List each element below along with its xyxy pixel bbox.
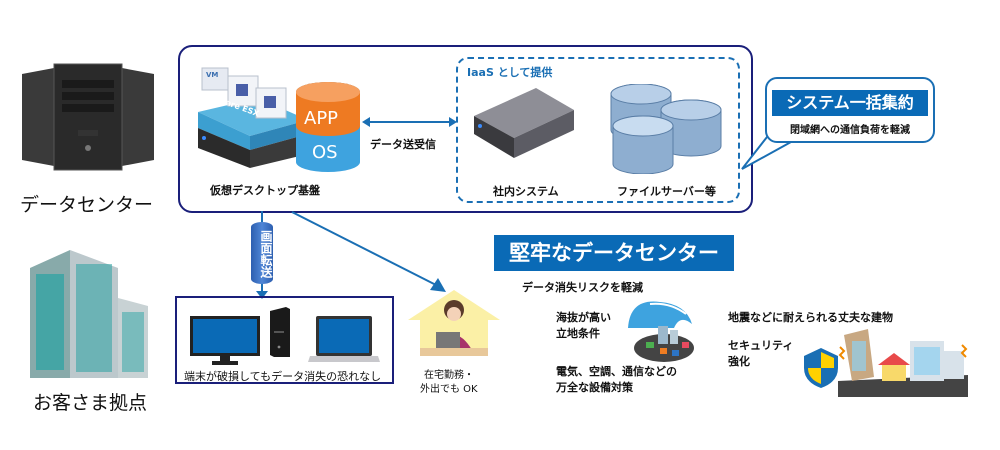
earthquake-label: 地震などに耐えられる丈夫な建物: [728, 311, 893, 324]
earthquake-resistant-buildings-icon: [838, 325, 968, 397]
iaas-box: [456, 57, 740, 203]
screen-transfer-label: 画面転送: [251, 222, 273, 284]
facility-line1: 電気、空調、通信などの: [556, 365, 677, 378]
home-worker-icon: [408, 290, 500, 360]
server-icon: [474, 88, 574, 158]
altitude-line2: 立地条件: [556, 327, 600, 340]
robust-datacenter-banner: 堅牢なデータセンター: [494, 235, 734, 271]
db-app-label: APP: [304, 108, 339, 129]
app-os-database-icon: [296, 82, 360, 172]
vmware-esx-host-icon: [198, 58, 308, 168]
data-exchange-arrow: [362, 117, 457, 127]
iaas-item-label: 社内システム: [493, 185, 559, 198]
remote-line2: 外出でも OK: [420, 384, 478, 395]
desktop-monitor-icon: [190, 316, 260, 366]
facility-line2: 万全な設備対策: [556, 381, 633, 394]
callout-title: システム一括集約: [772, 90, 928, 116]
remote-line1: 在宅勤務・: [424, 370, 474, 381]
remote-access-arrow: [291, 211, 446, 292]
vdi-label: 仮想デスクトップ基盤: [210, 184, 320, 197]
terminal-devices-box: [175, 296, 394, 384]
customer-site-label: お客さま拠点: [33, 392, 148, 414]
cloud-environment-box: [178, 45, 753, 213]
database-stack-icon: [605, 83, 725, 175]
pc-tower-icon: [270, 307, 290, 357]
altitude-line1: 海抜が高い: [556, 311, 611, 324]
risk-reduction-label: データ消失リスクを軽減: [522, 281, 643, 294]
db-os-label: OS: [312, 142, 338, 163]
datacenter-servers-icon: [18, 62, 158, 172]
iaas-item-label: ファイルサーバー等: [617, 185, 716, 198]
security-line2: 強化: [728, 355, 750, 368]
terminal-caption: 端末が破損してもデータ消失の恐れなし: [184, 370, 382, 383]
office-building-icon: [30, 250, 150, 380]
tsunami-icon: [620, 298, 695, 366]
vm-tag: VM: [206, 71, 219, 79]
security-line1: セキュリティ: [728, 339, 794, 352]
callout-subtitle: 閉域網への通信負荷を軽減: [790, 125, 910, 136]
datacenter-label: データセンター: [20, 194, 154, 216]
iaas-title: IaaS として提供: [467, 66, 553, 79]
security-shield-icon: [804, 348, 838, 388]
laptop-icon: [308, 316, 380, 364]
data-exchange-label: データ送受信: [370, 138, 436, 151]
